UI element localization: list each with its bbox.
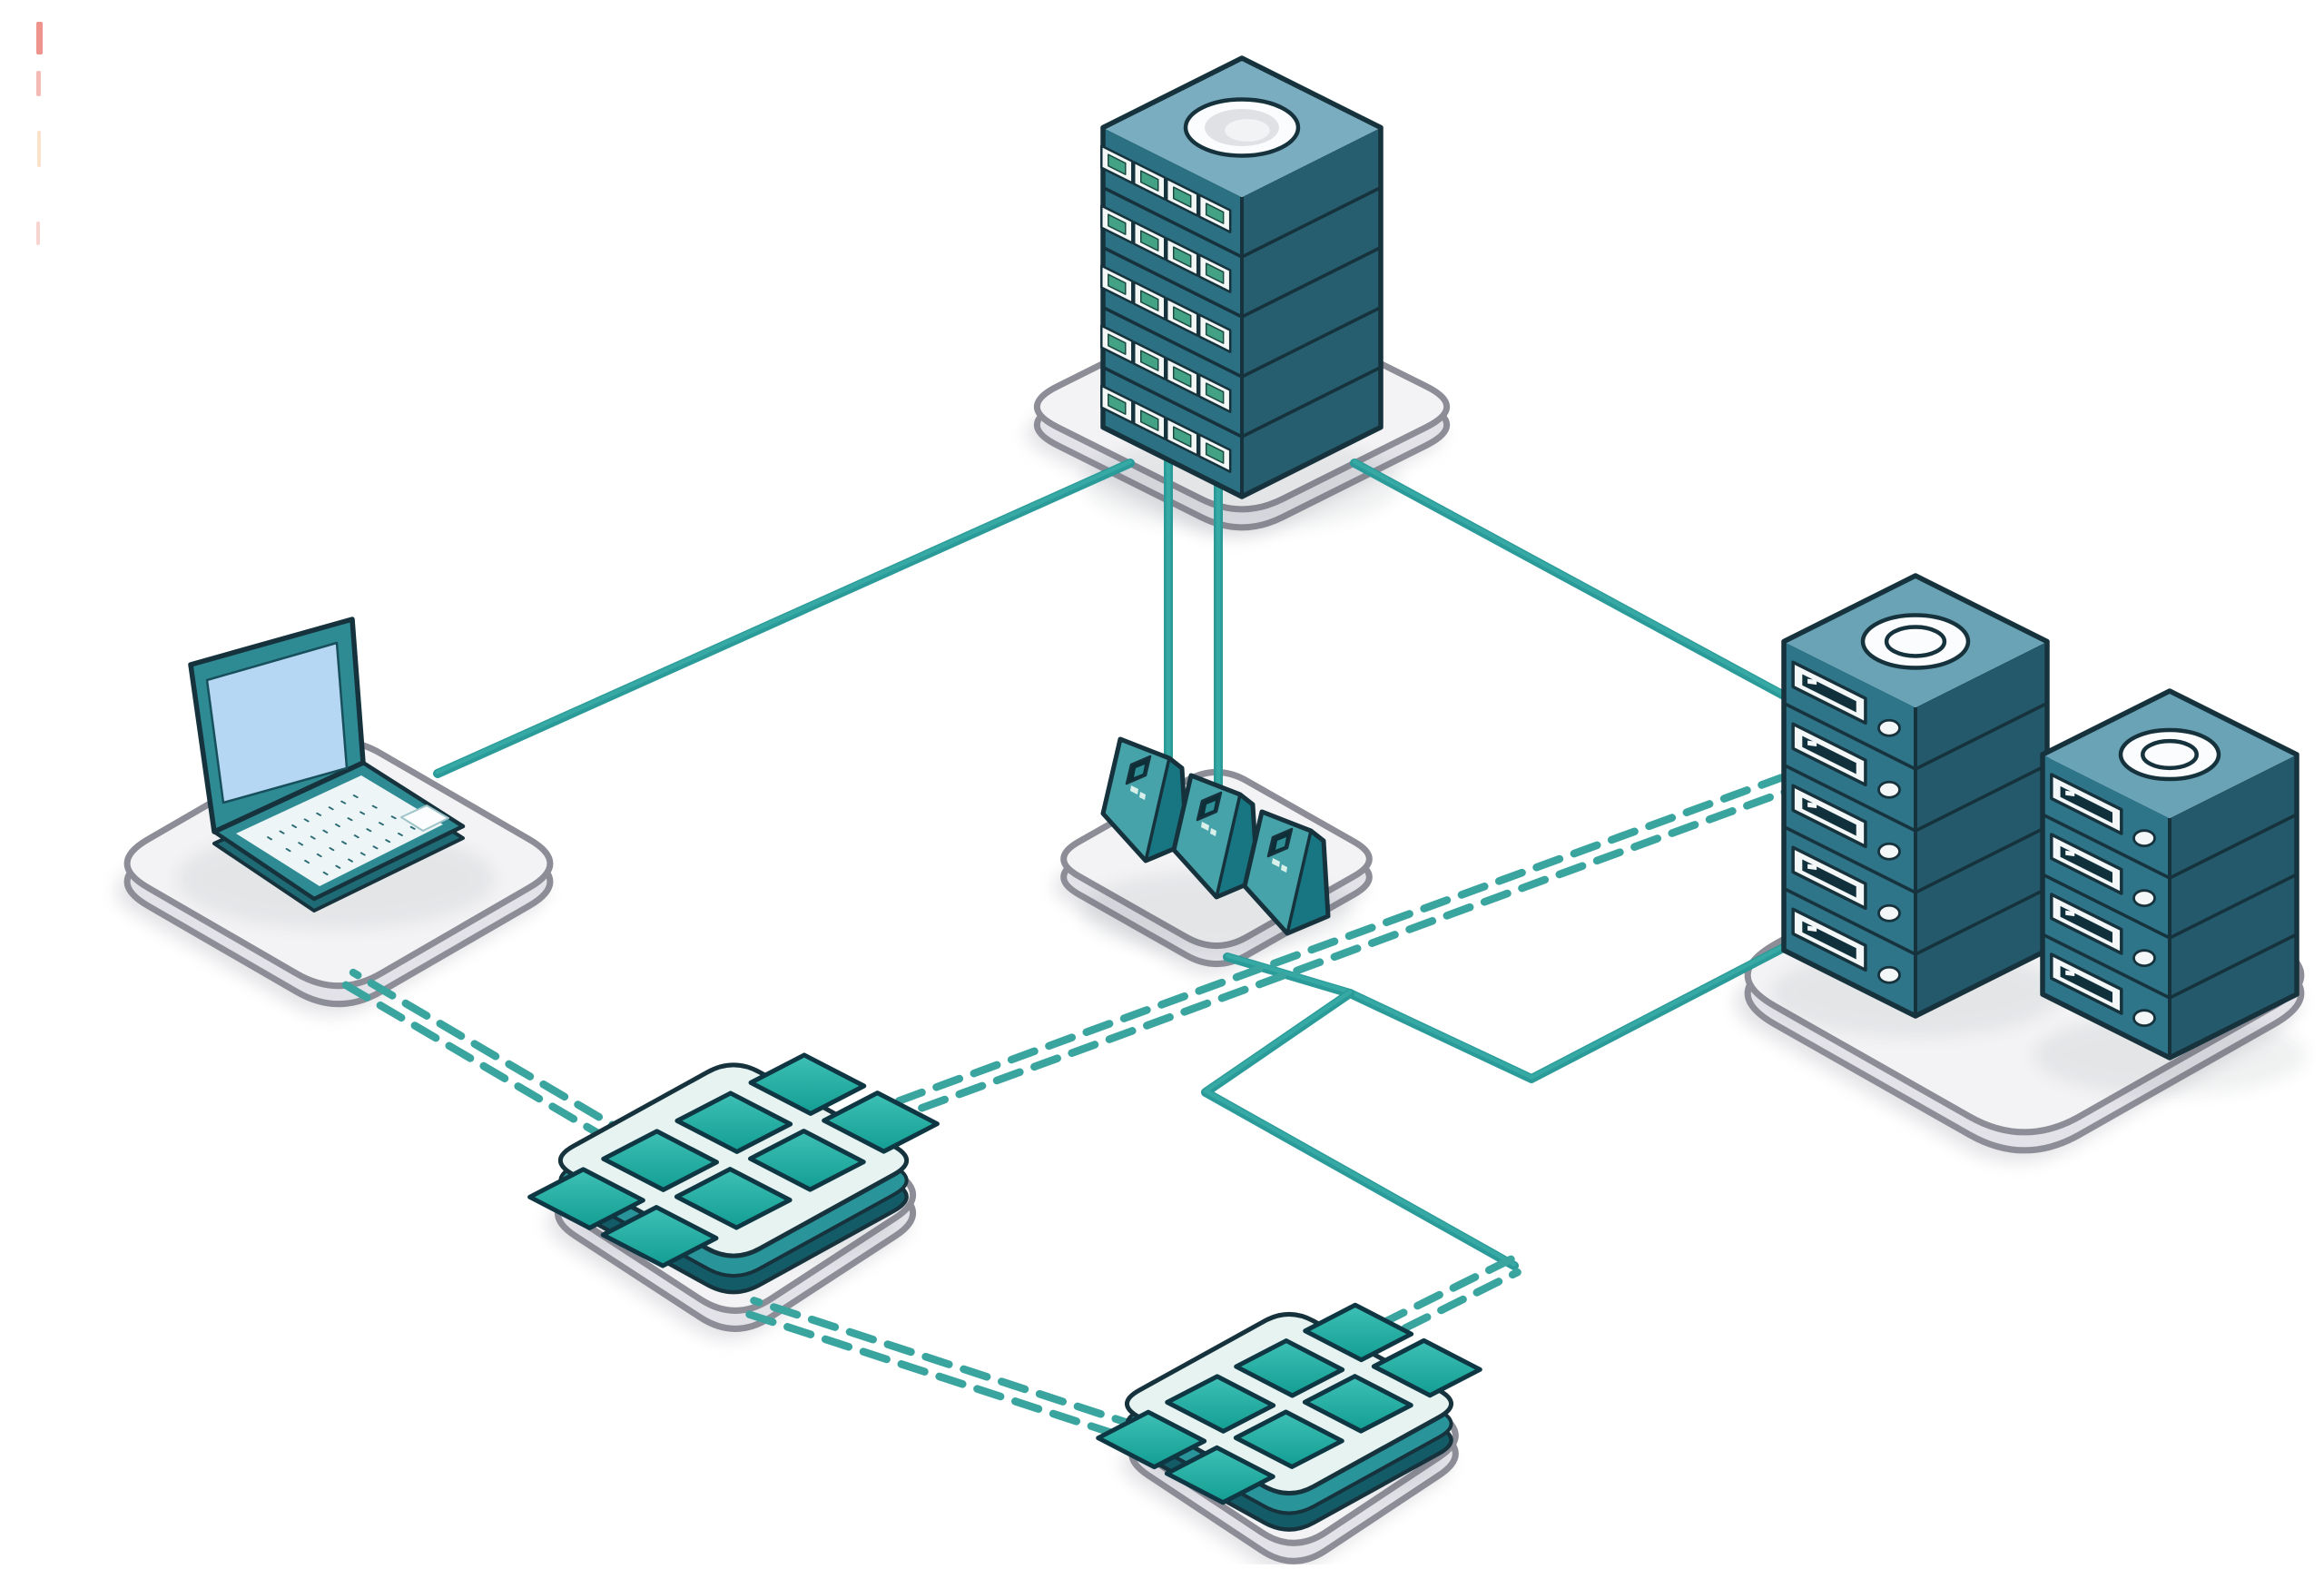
server-rack-pair [1781, 573, 2299, 1061]
edge-artifacts [36, 22, 43, 245]
adapter-trio-adapter-3 [1242, 809, 1331, 936]
connection-laptop-to-tower [433, 459, 1135, 778]
server-rack-pair-tower-2 [2040, 688, 2299, 1061]
connection-left-panel-to-bottom-panel [745, 1297, 1130, 1440]
connection-left-panel-to-rack [837, 774, 1791, 1140]
connection-tower-to-rack [1350, 459, 1788, 700]
diagram-canvas [36, 22, 2306, 1564]
panel-module-bottom [1096, 1302, 1482, 1532]
panel-module-left [527, 1052, 940, 1295]
connection-adapters-to-rack-base [1223, 942, 1791, 1083]
connection-lines [341, 455, 1791, 1440]
connection-laptop-to-left-panel [341, 968, 633, 1151]
mainframe-tower [1100, 55, 1384, 499]
adapter-trio [1100, 736, 1331, 936]
isometric-network-diagram [36, 15, 2324, 1564]
laptop [188, 617, 466, 913]
server-rack-pair-tower-1 [1781, 573, 2050, 1019]
devices [188, 55, 2299, 1532]
adapter-trio-adapter-2 [1171, 773, 1260, 900]
connection-branch-to-bottom-panel [1201, 989, 1519, 1270]
